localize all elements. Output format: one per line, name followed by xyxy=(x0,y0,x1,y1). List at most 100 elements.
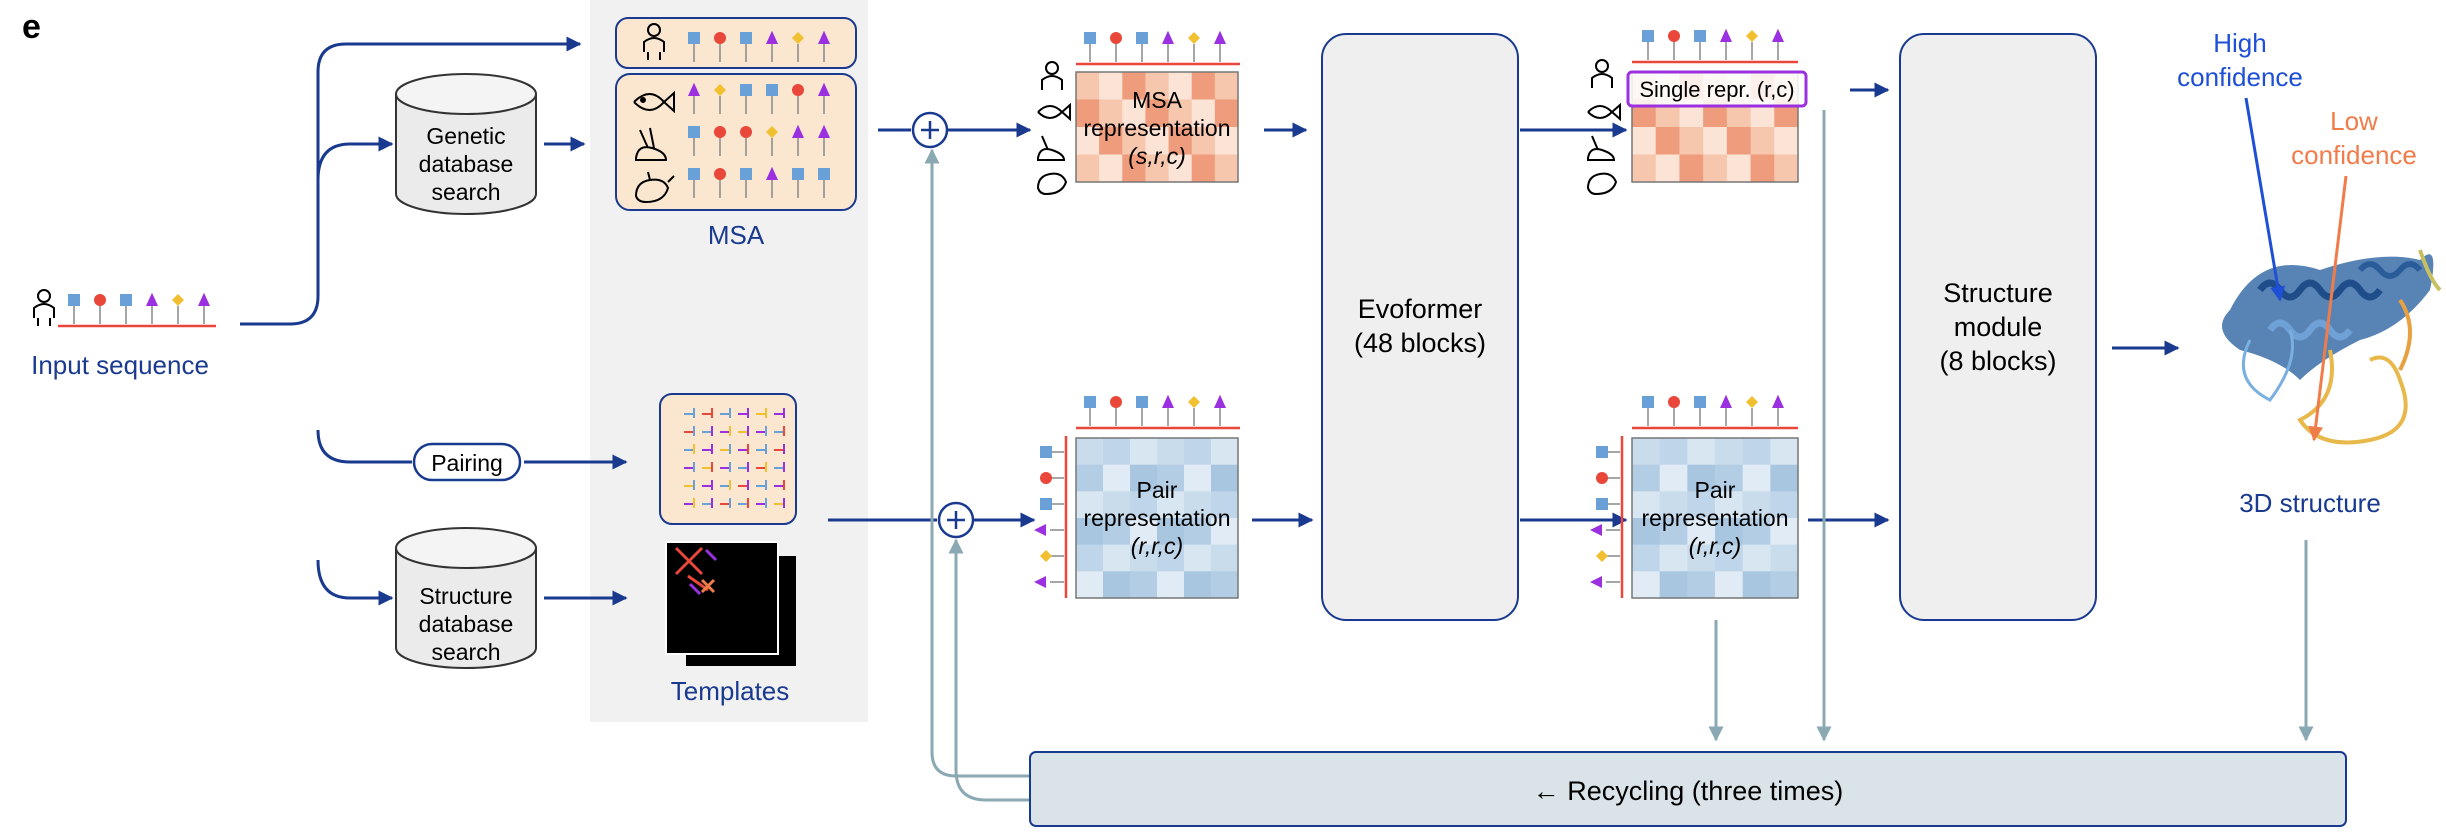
heatmap-cell xyxy=(1184,518,1212,546)
residue-mark xyxy=(688,82,700,96)
protein-3d-structure xyxy=(2222,249,2442,445)
residue-mark xyxy=(1034,524,1046,536)
residue-mark xyxy=(1596,472,1608,484)
heatmap-cell xyxy=(1122,127,1146,155)
heatmap-cell xyxy=(1742,438,1771,466)
heatmap-cell xyxy=(1099,154,1123,183)
heatmap-cell xyxy=(1214,154,1239,183)
residue-mark xyxy=(818,82,830,96)
input-sequence-label: Input sequence xyxy=(31,350,209,380)
heatmap-cell xyxy=(1168,99,1193,128)
heatmap-cell xyxy=(1076,99,1100,128)
high-confidence-arrow xyxy=(2244,97,2286,302)
heatmap-cell xyxy=(1076,544,1104,572)
residue-mark xyxy=(1590,576,1602,588)
heatmap-cell xyxy=(1632,127,1657,155)
residue-mark xyxy=(1772,394,1784,408)
heatmap-cell xyxy=(1157,438,1185,466)
heatmap-cell xyxy=(1103,544,1131,572)
heatmap-cell xyxy=(1742,518,1771,546)
heatmap-cell xyxy=(1770,464,1799,492)
heatmap-cell xyxy=(1130,571,1158,599)
heatmap-cell xyxy=(1076,154,1100,183)
rabbit-icon xyxy=(1037,135,1066,161)
heatmap-cell xyxy=(1099,99,1123,128)
heatmap-cell xyxy=(1742,544,1771,572)
evoformer-line1: Evoformer xyxy=(1358,294,1483,324)
heatmap-cell xyxy=(1715,571,1744,599)
heatmap-cell xyxy=(1632,544,1661,572)
heatmap-cell xyxy=(1770,518,1799,546)
msa-human-row-box xyxy=(615,17,857,69)
residue-mark xyxy=(1040,550,1052,562)
heatmap-cell xyxy=(1211,518,1239,546)
rabbit-icon xyxy=(635,127,668,161)
recycling-label: ← Recycling (three times) xyxy=(1533,776,1844,806)
heatmap-cell xyxy=(1191,127,1216,155)
residue-mark xyxy=(1642,396,1654,408)
fish-icon xyxy=(1587,102,1621,122)
fish-icon xyxy=(1037,102,1071,122)
heatmap-cell xyxy=(1099,127,1123,155)
structure-module-block: Structure module (8 blocks) xyxy=(1899,33,2097,621)
heatmap-cell xyxy=(1099,72,1123,100)
heatmap-cell xyxy=(1659,438,1688,466)
residue-mark xyxy=(688,32,700,44)
heatmap-cell xyxy=(1184,464,1212,492)
heatmap-cell xyxy=(1211,491,1239,519)
genetic-database-line2: database xyxy=(419,151,514,177)
residue-mark xyxy=(740,84,752,96)
heatmap-cell xyxy=(1122,154,1146,183)
msa-repr-line3: (s,r,c) xyxy=(1128,143,1186,169)
residue-mark xyxy=(740,168,752,180)
pair-repr-line1: Pair xyxy=(1137,477,1178,503)
heatmap-cell xyxy=(1655,127,1680,155)
residue-mark xyxy=(198,292,210,306)
heatmap-cell xyxy=(1184,491,1212,519)
residue-mark xyxy=(714,168,726,180)
heatmap-cell xyxy=(1076,571,1104,599)
heatmap-cell xyxy=(1770,571,1799,599)
residue-mark xyxy=(1162,394,1174,408)
low-confidence-line1: Low xyxy=(2330,106,2378,136)
heatmap-cell xyxy=(1659,518,1688,546)
person-icon xyxy=(1591,59,1613,88)
input-sequence-glyph xyxy=(33,289,216,328)
heatmap-cell xyxy=(1211,544,1239,572)
heatmap-cell xyxy=(1687,438,1716,466)
heatmap-cell xyxy=(1145,72,1170,100)
residue-mark xyxy=(714,84,726,96)
heatmap-cell xyxy=(1679,154,1704,183)
rabbit-icon xyxy=(1587,135,1616,161)
heatmap-cell xyxy=(1103,518,1131,546)
structure-3d-label: 3D structure xyxy=(2239,488,2381,518)
residue-mark xyxy=(146,292,158,306)
heatmap-cell xyxy=(1103,438,1131,466)
structure-database-line2: database xyxy=(419,611,514,637)
residue-mark xyxy=(1040,498,1052,510)
person-icon xyxy=(643,23,665,60)
heatmap-cell xyxy=(1122,99,1146,128)
heatmap-cell xyxy=(1715,544,1744,572)
heatmap-cell xyxy=(1774,154,1799,183)
heatmap-cell xyxy=(1632,518,1661,546)
pair-repr-right-line3: (r,r,c) xyxy=(1689,533,1741,559)
heatmap-cell xyxy=(1184,544,1212,572)
heatmap-cell xyxy=(1770,544,1799,572)
residue-mark xyxy=(1772,28,1784,42)
heatmap-cell xyxy=(1687,571,1716,599)
msa-plus-node xyxy=(911,111,949,149)
heatmap-cell xyxy=(1122,72,1146,100)
heatmap-cell xyxy=(1770,491,1799,519)
heatmap-cell xyxy=(1157,518,1185,546)
heatmap-cell xyxy=(1659,544,1688,572)
residue-mark xyxy=(1694,396,1706,408)
residue-mark xyxy=(1746,30,1758,42)
residue-mark xyxy=(792,124,804,138)
msa-species-box xyxy=(615,73,857,211)
heatmap-cell xyxy=(1715,438,1744,466)
residue-mark xyxy=(766,166,778,180)
heatmap-cell xyxy=(1214,127,1239,155)
residue-mark xyxy=(120,294,132,306)
input-sequence-residues xyxy=(68,292,210,324)
